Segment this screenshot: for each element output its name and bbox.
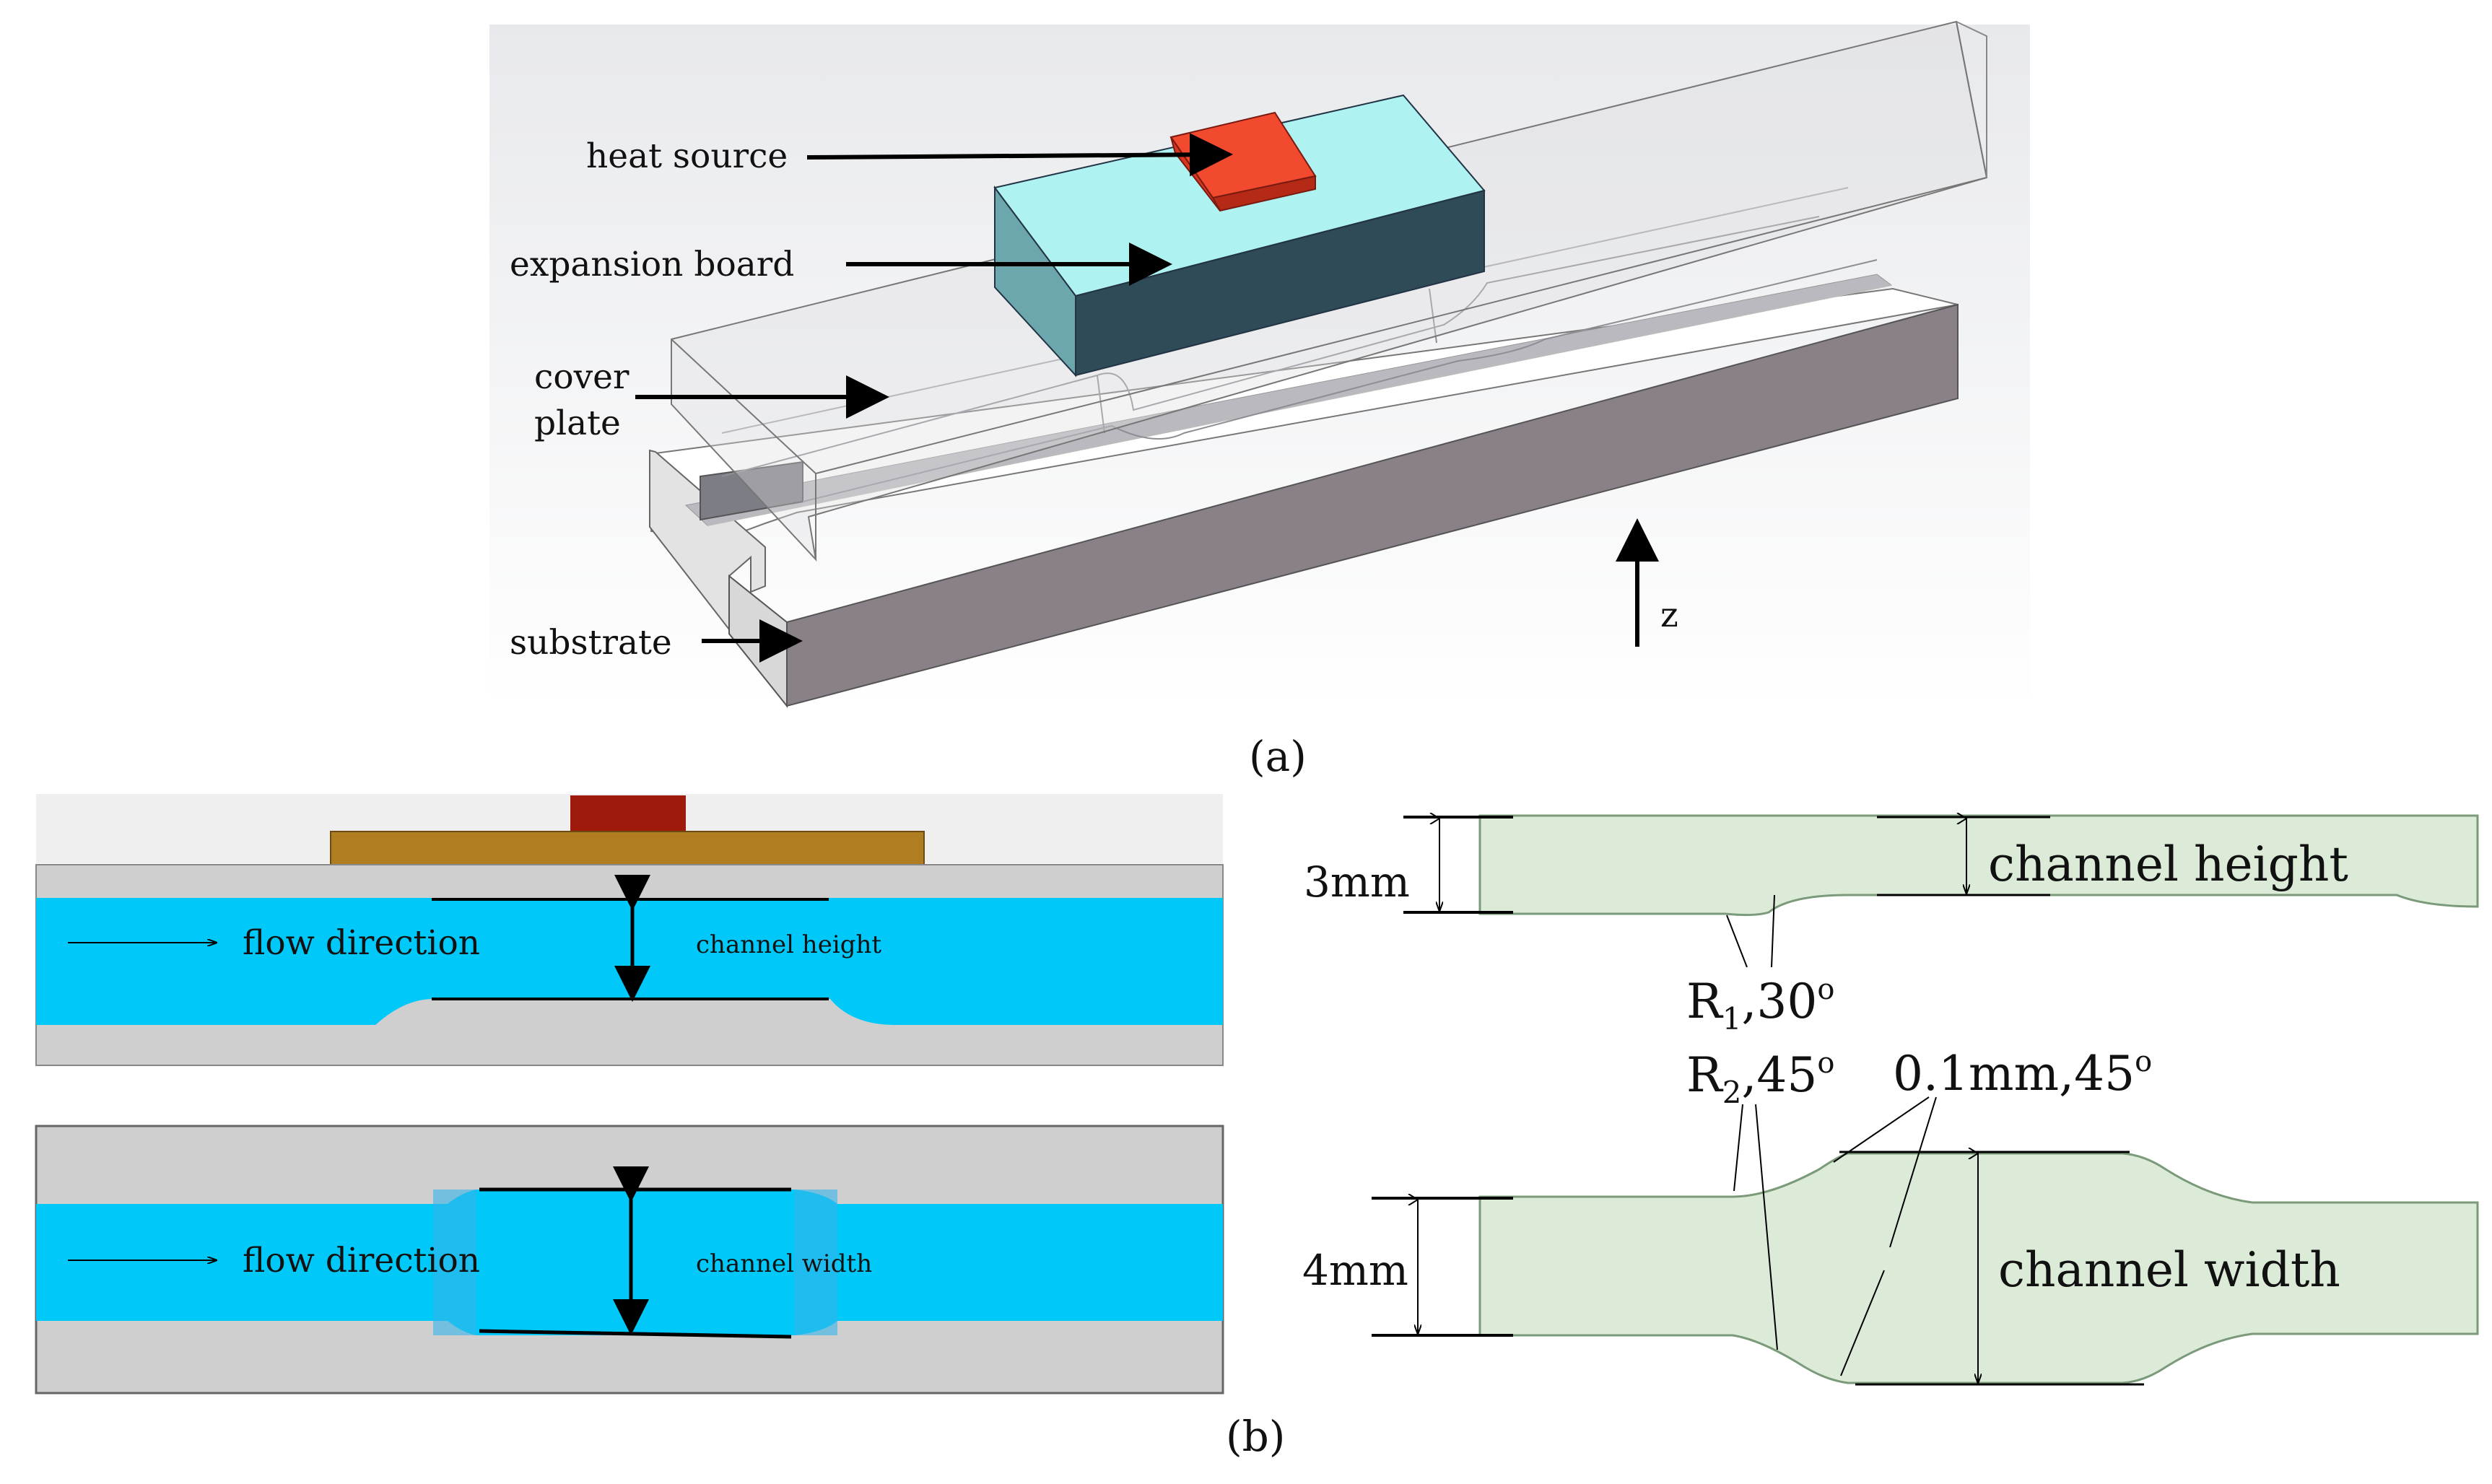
fillet-value: 0.1mm,45 [1893, 1046, 2135, 1101]
leader-r2-b [1755, 1104, 1778, 1350]
channel-width-label: channel width [1998, 1242, 2340, 1298]
top-dim-label: channel width [696, 1249, 872, 1278]
arrow-heat-source [806, 133, 1233, 177]
fillet-annotation: 0.1mm,45o [1893, 1045, 2152, 1101]
leader-fillet-b [1889, 1096, 1937, 1248]
top-transition-left [433, 1190, 476, 1335]
leader-fillet-c [1840, 1270, 1885, 1376]
r2-degree: o [1817, 1047, 1834, 1080]
panel-b-side-view: flow direction channel height [35, 794, 1224, 1066]
fillet-degree: o [2135, 1045, 2152, 1078]
side-heat-source [570, 795, 686, 832]
height-channel-shape [1478, 814, 2479, 917]
r1-angle: ,30 [1741, 974, 1817, 1029]
r2-annotation: R2,45o [1686, 1047, 1835, 1110]
r2-angle: ,45 [1741, 1047, 1817, 1103]
r1-annotation: R1,30o [1686, 973, 1835, 1036]
width-4mm-label: 4mm [1302, 1246, 1408, 1295]
side-expansion-board [330, 831, 925, 865]
panel-b-top-view: flow direction channel width [35, 1125, 1224, 1394]
r2-letter: R [1686, 1047, 1724, 1103]
height-3mm-label: 3mm [1304, 857, 1410, 907]
leader-r1-a [1726, 915, 1748, 968]
label-z: z [1660, 595, 1678, 635]
caption-b: (b) [1226, 1412, 1285, 1461]
channel-height-label: channel height [1988, 837, 2348, 892]
label-plate: plate [534, 403, 621, 443]
leader-r2-a [1733, 1104, 1743, 1192]
top-transition-right [794, 1190, 837, 1335]
leader-fillet-a [1833, 1096, 1930, 1163]
top-flow-label: flow direction [243, 1241, 480, 1280]
label-expansion-board: expansion board [510, 245, 794, 284]
side-flow-label: flow direction [243, 923, 480, 963]
label-cover: cover [534, 357, 629, 397]
panel-b-height-drawing: 3mm channel height [1304, 814, 2479, 917]
panel-a-labels: heat source expansion board cover plate … [510, 133, 1678, 663]
r1-subscript: 1 [1722, 1001, 1742, 1036]
label-substrate: substrate [510, 623, 672, 663]
panel-b-width-drawing: 4mm channel width [1302, 1152, 2479, 1386]
panel-b-annotations: R1,30o R2,45o 0.1mm,45o [1686, 894, 2152, 1376]
caption-a: (a) [1249, 732, 1307, 781]
side-dim-label: channel height [696, 930, 881, 959]
r1-degree: o [1817, 973, 1834, 1006]
label-heat-source: heat source [586, 136, 788, 176]
leader-r1-b [1771, 894, 1775, 968]
panel-a-3d-model: heat source expansion board cover plate … [489, 20, 2030, 781]
r2-subscript: 2 [1722, 1075, 1742, 1110]
r1-letter: R [1686, 974, 1724, 1029]
